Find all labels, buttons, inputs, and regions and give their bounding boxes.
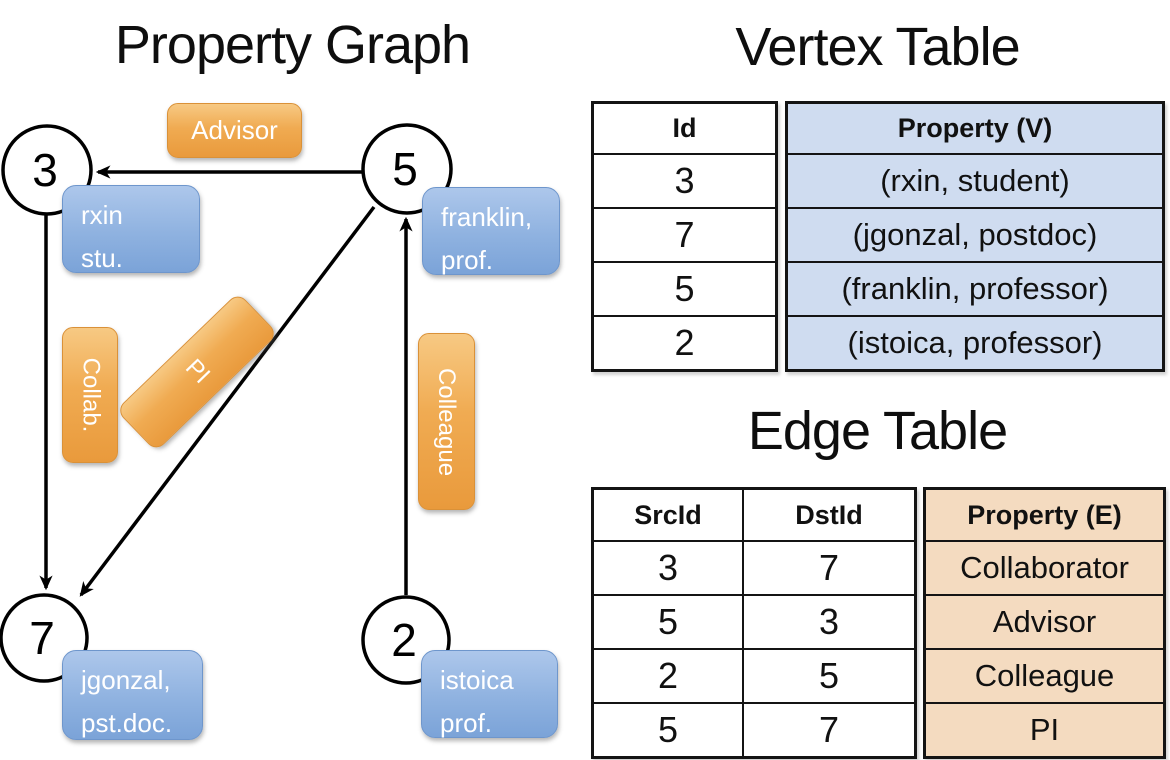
vertex-label-3-line1: rxin <box>81 200 123 230</box>
edge-table-property-column: Property (E) Collaborator Advisor Collea… <box>923 487 1166 759</box>
edge-table: SrcId DstId 3 7 5 3 2 5 5 7 Property (E)… <box>591 487 1166 759</box>
vertex-label-5-line1: franklin, <box>441 202 533 232</box>
vertex-table-property-cell: (jgonzal, postdoc) <box>788 207 1162 261</box>
edge-table-header-dstid: DstId <box>742 490 914 540</box>
edge-table-dst-cell: 3 <box>742 594 914 648</box>
edge-table-property-cell: PI <box>926 702 1163 756</box>
vertex-table-property-cell: (istoica, professor) <box>788 315 1162 369</box>
edge-table-dst-cell: 5 <box>742 648 914 702</box>
vertex-table-property-column: Property (V) (rxin, student) (jgonzal, p… <box>785 101 1165 372</box>
property-graph-title: Property Graph <box>114 15 471 75</box>
edge-label-colleague-text: Colleague <box>433 367 461 476</box>
edge-label-pi-text: PI <box>179 354 215 390</box>
edge-label-collaborator: Collab. <box>62 327 118 463</box>
edge-table-header-property: Property (E) <box>967 499 1122 530</box>
node-5-id: 5 <box>392 143 418 195</box>
edge-table-src-cell: 5 <box>594 594 742 648</box>
edge-table-id-columns: SrcId DstId 3 7 5 3 2 5 5 7 <box>591 487 917 759</box>
edge-table-dst-cell: 7 <box>742 540 914 594</box>
edge-5-to-7-arrow <box>79 205 376 597</box>
edge-label-advisor-text: Advisor <box>191 115 278 145</box>
vertex-table-id-cell: 5 <box>594 261 775 315</box>
vertex-table-id-cell: 7 <box>594 207 775 261</box>
edge-table-property-cell: Advisor <box>926 594 1163 648</box>
edge-table-dst-cell: 7 <box>742 702 914 756</box>
edge-label-colleague: Colleague <box>418 333 475 510</box>
vertex-table-id-column: Id 3 7 5 2 <box>591 101 778 372</box>
vertex-label-7-line1: jgonzal, <box>81 665 171 695</box>
vertex-label-7: jgonzal, pst.doc. <box>62 650 203 740</box>
edge-table-src-cell: 5 <box>594 702 742 756</box>
vertex-table-property-cell: (rxin, student) <box>788 153 1162 207</box>
vertex-label-5-line2: prof. <box>441 245 494 275</box>
vertex-label-5: franklin, prof. <box>422 187 560 275</box>
node-2-id: 2 <box>391 614 417 666</box>
node-3-id: 3 <box>32 144 58 196</box>
vertex-table: Id 3 7 5 2 Property (V) (rxin, student) … <box>591 101 1165 372</box>
vertex-table-id-cell: 3 <box>594 153 775 207</box>
vertex-table-title: Vertex Table <box>735 17 1020 77</box>
vertex-table-property-cell: (franklin, professor) <box>788 261 1162 315</box>
vertex-label-2: istoica prof. <box>421 650 558 738</box>
vertex-label-2-line1: istoica <box>440 665 514 695</box>
node-7-id: 7 <box>29 612 55 664</box>
edge-table-title: Edge Table <box>747 401 1008 461</box>
edge-label-collaborator-text: Collab. <box>77 357 104 433</box>
vertex-label-3: rxin stu. <box>62 185 200 273</box>
edge-label-advisor: Advisor <box>167 103 302 158</box>
vertex-table-header-id: Id <box>672 113 697 143</box>
edge-table-property-cell: Colleague <box>926 648 1163 702</box>
vertex-label-7-line2: pst.doc. <box>81 708 173 738</box>
edge-table-src-cell: 3 <box>594 540 742 594</box>
vertex-label-3-line2: stu. <box>81 243 123 273</box>
vertex-label-2-line2: prof. <box>440 708 493 738</box>
edge-table-src-cell: 2 <box>594 648 742 702</box>
edge-table-property-cell: Collaborator <box>926 540 1163 594</box>
vertex-table-id-cell: 2 <box>594 315 775 369</box>
edge-table-header-srcid: SrcId <box>634 499 702 530</box>
vertex-table-header-property: Property (V) <box>897 113 1053 143</box>
